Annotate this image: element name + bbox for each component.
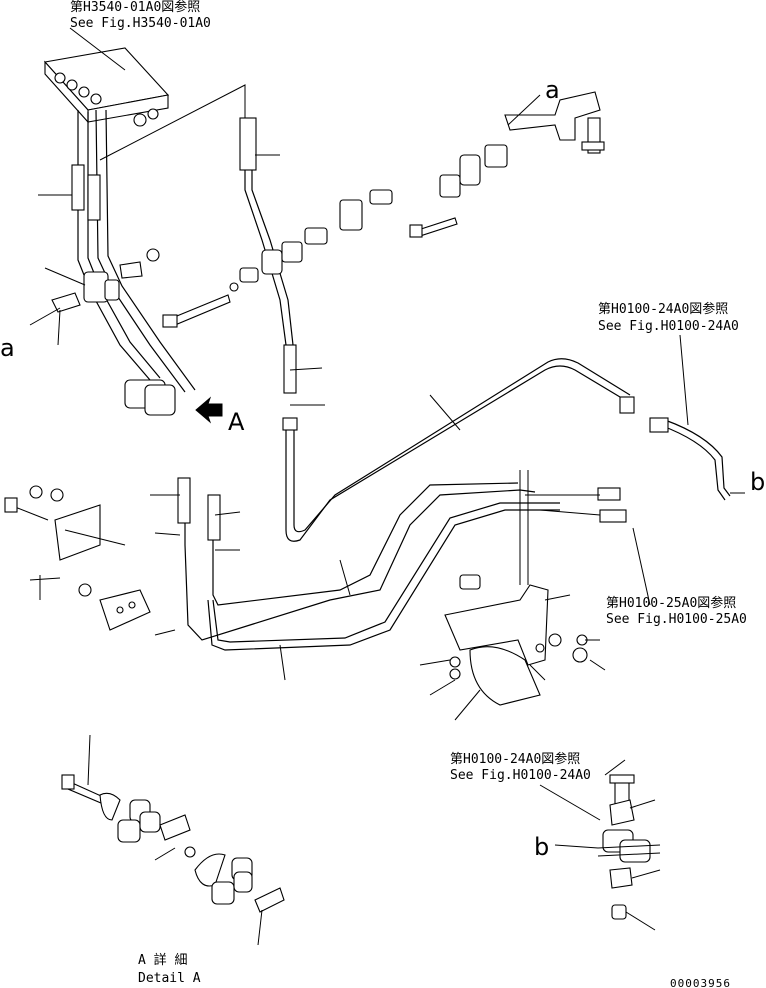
leader-ref-right-upper [679,334,689,426]
ref-bottom-right-ja: 第H0100-24A0図参照 [450,751,580,767]
ref-top-left-en: See Fig.H3540-01A0 [70,16,211,31]
ref-top-left-ja: 第H3540-01A0図参照 [70,0,200,15]
leader-ref-bottom-right [539,784,601,821]
clamp-set-upper-center [119,144,508,283]
bracket-assembly-left-lower [4,485,176,636]
clamp-left-block [51,271,176,416]
marker-a-top: a [545,76,560,104]
callout-leaders [38,154,661,946]
marker-b-right: b [750,468,765,496]
ref-bottom-right-en: See Fig.H0100-24A0 [450,768,591,783]
bolts-center [162,217,458,328]
hose-left-vertical [71,109,196,393]
leader-ref-top-left [69,27,126,71]
detail-A-assembly [61,774,285,913]
marker-a-left: a [0,334,15,362]
arrow-a-left [29,307,61,326]
arrow-a-top [507,94,541,126]
bracket-top-right [504,91,605,154]
ref-right-middle-en: See Fig.H0100-25A0 [606,612,747,627]
bracket-assembly-right-center [444,470,627,706]
marker-view-A: A [228,408,245,436]
steel-pipe-lower-right [177,477,560,651]
view-arrow-A [195,396,223,424]
detail-label-ja: A 詳 細 [138,952,187,968]
ref-right-upper-en: See Fig.H0100-24A0 [598,319,739,334]
hose-center-vertical [239,117,297,394]
ref-right-upper-ja: 第H0100-24A0図参照 [598,301,728,317]
marker-b-bottom: b [534,833,549,861]
arrow-b-bottom [554,844,599,849]
hose-right-b [649,417,731,501]
leader-manifold-bracket [99,84,246,161]
ref-right-middle-ja: 第H0100-25A0図参照 [606,595,736,611]
steel-pipe-long-right [282,358,635,542]
clamp-stack-bottom-right [597,774,661,920]
document-number: 00003956 [670,977,731,988]
leader-ref-right-middle [632,527,651,606]
detail-label-en: Detail A [138,971,201,986]
valve-block-manifold [43,47,170,127]
